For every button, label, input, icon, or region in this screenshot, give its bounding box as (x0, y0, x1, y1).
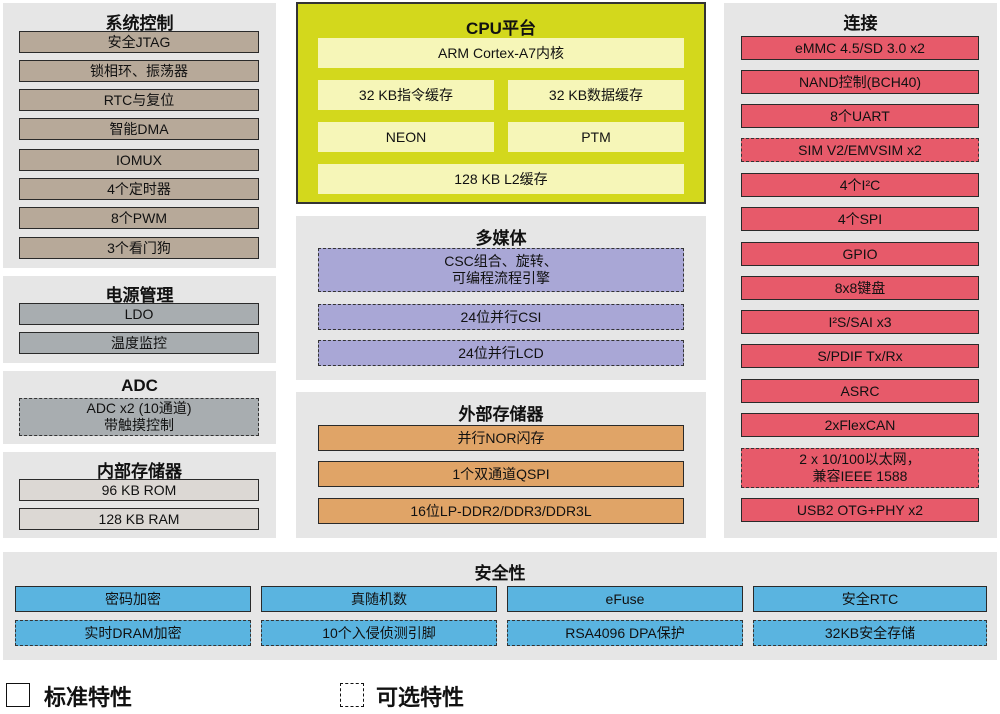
pwm-block: 8个PWM (19, 207, 259, 229)
connectivity-title: 连接 (843, 14, 878, 33)
connectivity-panel: 连接 eMMC 4.5/SD 3.0 x2 NAND控制(BCH40) 8个UA… (724, 3, 997, 538)
iomux-block: IOMUX (19, 149, 259, 171)
parallel-lcd-block: 24位并行LCD (318, 340, 684, 366)
secure-storage-block: 32KB安全存储 (753, 620, 987, 646)
security-title: 安全性 (474, 564, 526, 583)
watchdog-block: 3个看门狗 (19, 237, 259, 259)
secure-jtag-block: 安全JTAG (19, 31, 259, 53)
flexcan-block: 2xFlexCAN (741, 413, 979, 437)
external-memory-panel: 外部存储器 并行NOR闪存 1个双通道QSPI 16位LP-DDR2/DDR3/… (296, 392, 706, 538)
adc-panel: ADC ADC x2 (10通道) 带触摸控制 (3, 371, 276, 444)
i2s-sai-block: I²S/SAI x3 (741, 310, 979, 334)
icache-block: 32 KB指令缓存 (318, 80, 494, 110)
crypto-block: 密码加密 (15, 586, 251, 612)
power-title: 电源管理 (105, 286, 174, 305)
neon-block: NEON (318, 122, 494, 152)
ddr-block: 16位LP-DDR2/DDR3/DDR3L (318, 498, 684, 524)
uart-block: 8个UART (741, 104, 979, 128)
external-memory-title: 外部存储器 (458, 405, 544, 424)
cpu-platform-title: CPU平台 (466, 19, 536, 38)
pll-oscillator-block: 锁相环、振荡器 (19, 60, 259, 82)
optional-feature-label: 可选特性 (376, 685, 465, 710)
dcache-block: 32 KB数据缓存 (508, 80, 684, 110)
qspi-block: 1个双通道QSPI (318, 461, 684, 487)
parallel-csi-block: 24位并行CSI (318, 304, 684, 330)
asrc-block: ASRC (741, 379, 979, 403)
spdif-block: S/PDIF Tx/Rx (741, 344, 979, 368)
standard-feature-label: 标准特性 (44, 685, 133, 710)
nand-block: NAND控制(BCH40) (741, 70, 979, 94)
ldo-block: LDO (19, 303, 259, 325)
ethernet-block: 2 x 10/100以太网， 兼容IEEE 1588 (741, 448, 979, 488)
adc-title: ADC (121, 376, 158, 395)
smart-dma-block: 智能DMA (19, 118, 259, 140)
system-control-panel: 系统控制 安全JTAG 锁相环、振荡器 RTC与复位 智能DMA IOMUX 4… (3, 3, 276, 268)
l2-cache-block: 128 KB L2缓存 (318, 164, 684, 194)
system-control-title: 系统控制 (105, 14, 174, 33)
nor-flash-block: 并行NOR闪存 (318, 425, 684, 451)
keypad-block: 8x8键盘 (741, 276, 979, 300)
multimedia-panel: 多媒体 CSC组合、旋转、 可编程流程引擎 24位并行CSI 24位并行LCD (296, 216, 706, 380)
secure-rtc-block: 安全RTC (753, 586, 987, 612)
cortex-a7-core-block: ARM Cortex-A7内核 (318, 38, 684, 68)
power-panel: 电源管理 LDO 温度监控 (3, 276, 276, 363)
efuse-block: eFuse (507, 586, 743, 612)
rom-block: 96 KB ROM (19, 479, 259, 501)
security-panel: 安全性 密码加密 真随机数 eFuse 安全RTC 实时DRAM加密 10个入侵… (3, 552, 997, 660)
internal-memory-title: 内部存储器 (97, 462, 182, 481)
emmc-sd-block: eMMC 4.5/SD 3.0 x2 (741, 36, 979, 60)
internal-memory-panel: 内部存储器 96 KB ROM 128 KB RAM (3, 452, 276, 538)
ptm-block: PTM (508, 122, 684, 152)
adc-touch-block: ADC x2 (10通道) 带触摸控制 (19, 398, 259, 436)
rtc-reset-block: RTC与复位 (19, 89, 259, 111)
standard-feature-swatch (6, 683, 30, 707)
sim-emvsim-block: SIM V2/EMVSIM x2 (741, 138, 979, 162)
tamper-pins-block: 10个入侵侦测引脚 (261, 620, 497, 646)
dram-encryption-block: 实时DRAM加密 (15, 620, 251, 646)
ram-block: 128 KB RAM (19, 508, 259, 530)
rsa-dpa-block: RSA4096 DPA保护 (507, 620, 743, 646)
trng-block: 真随机数 (261, 586, 497, 612)
usb-otg-block: USB2 OTG+PHY x2 (741, 498, 979, 522)
spi-block: 4个SPI (741, 207, 979, 231)
cpu-platform-panel: CPU平台 ARM Cortex-A7内核 32 KB指令缓存 32 KB数据缓… (296, 2, 706, 204)
i2c-block: 4个I²C (741, 173, 979, 197)
optional-feature-swatch (340, 683, 364, 707)
multimedia-title: 多媒体 (475, 229, 527, 248)
temp-monitor-block: 温度监控 (19, 332, 259, 354)
timers-block: 4个定时器 (19, 178, 259, 200)
gpio-block: GPIO (741, 242, 979, 266)
csc-rotation-pxp-block: CSC组合、旋转、 可编程流程引擎 (318, 248, 684, 292)
